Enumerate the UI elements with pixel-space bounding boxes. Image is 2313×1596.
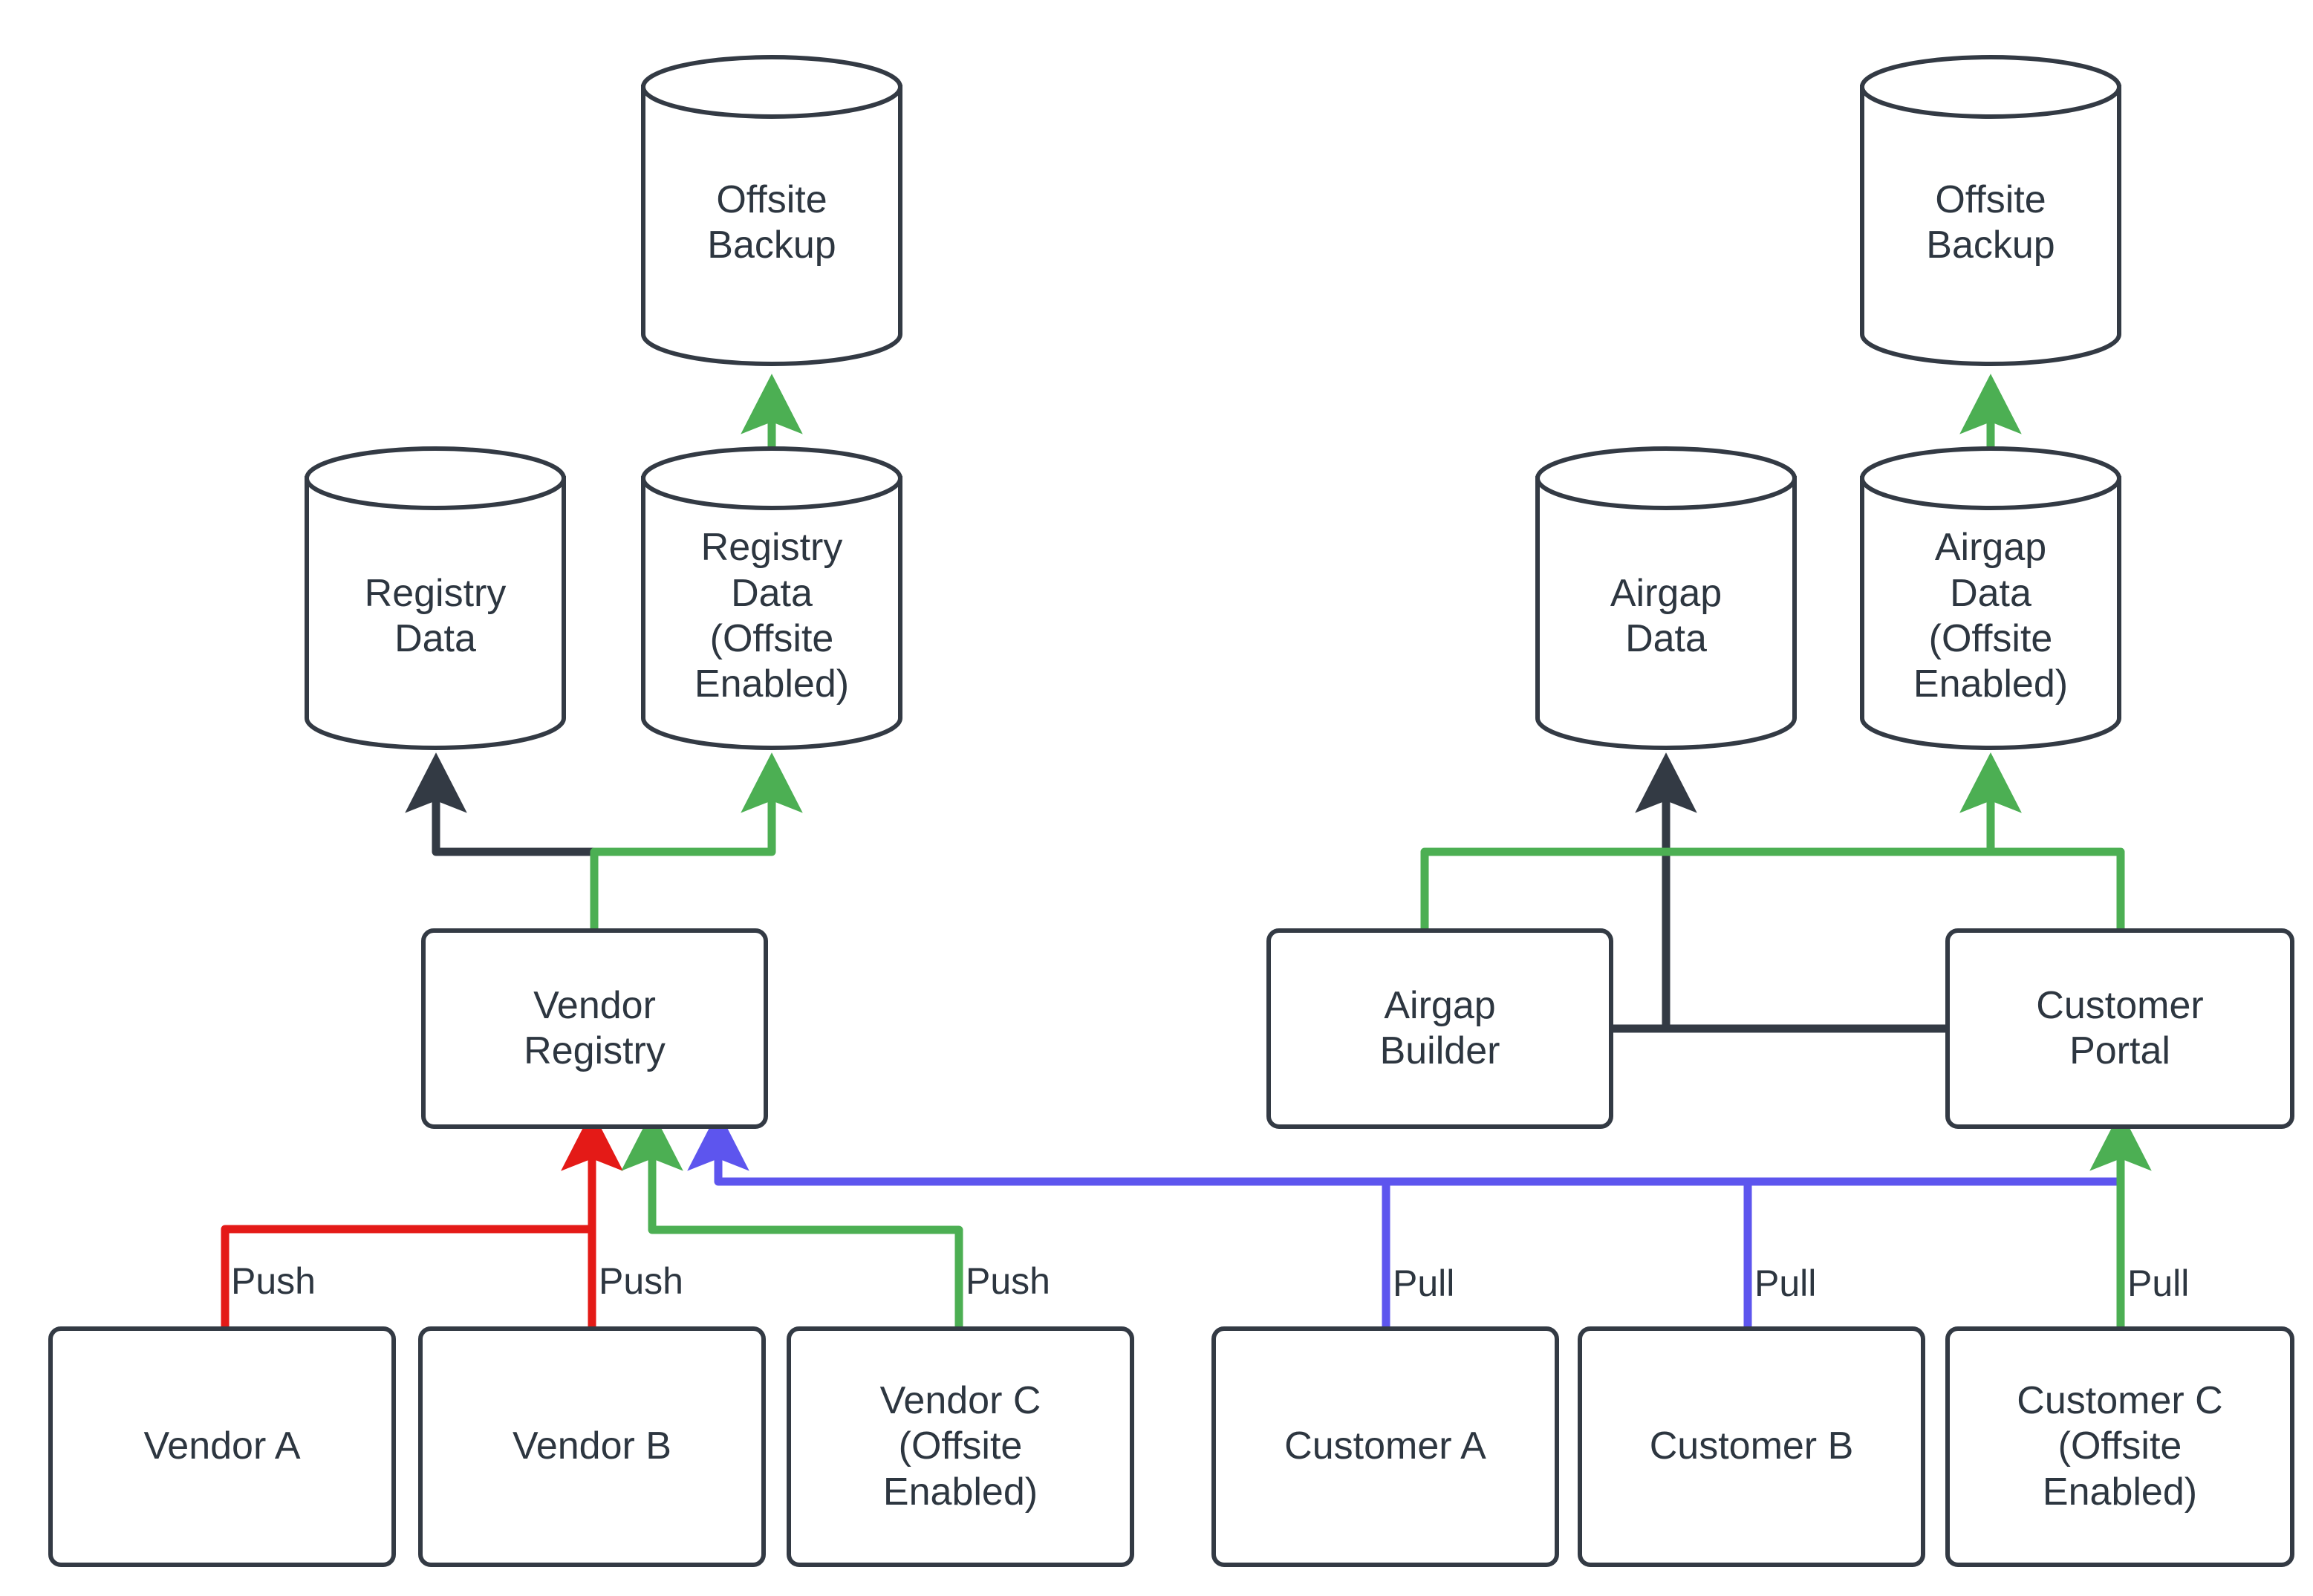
edge-label-push-vendor-b: Push [599,1260,683,1302]
edge-label-push-vendor-a: Push [231,1260,316,1302]
node-vendor-c[interactable] [787,1326,1134,1567]
node-registry-data[interactable] [305,446,566,750]
edge-label-pull-customer-c: Pull [2127,1263,2190,1304]
node-airgap-data[interactable] [1535,446,1797,750]
edge-label-pull-customer-b: Pull [1754,1263,1817,1304]
node-vendor-registry[interactable] [421,928,768,1129]
node-vendor-a[interactable] [48,1326,396,1567]
edge-label-pull-customer-a: Pull [1393,1263,1455,1304]
node-registry-data-offsite[interactable] [641,446,902,750]
node-customer-a[interactable] [1211,1326,1559,1567]
node-customer-portal[interactable] [1945,928,2294,1129]
node-offsite-backup-left[interactable] [641,55,902,366]
node-customer-c[interactable] [1945,1326,2294,1567]
edge-label-push-vendor-c: Push [966,1260,1050,1302]
edge-vendorc-to-vendorregistry [621,1110,963,1329]
edge-vendorregistry-to-registrydataoffsite [590,752,803,931]
node-offsite-backup-right[interactable] [1860,55,2121,366]
node-airgap-data-offsite[interactable] [1860,446,2121,750]
node-airgap-builder[interactable] [1266,928,1613,1129]
edge-customerb-to-customerportal [1743,1177,2121,1329]
node-customer-b[interactable] [1578,1326,1925,1567]
node-vendor-b[interactable] [418,1326,766,1567]
edge-customerportal-to-airgapdataoffsite [1959,752,2125,931]
